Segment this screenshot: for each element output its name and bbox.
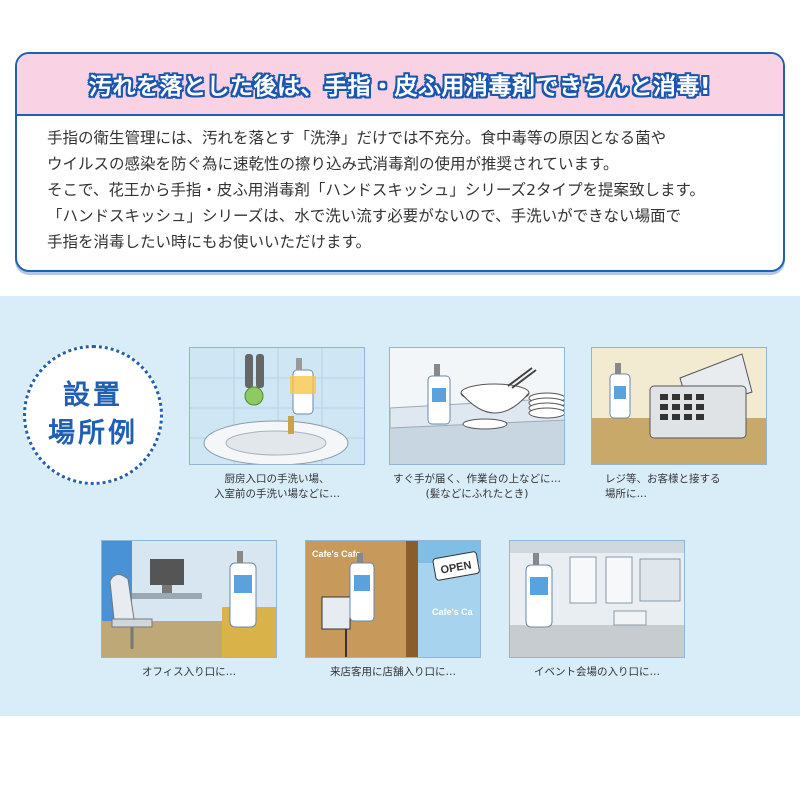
scene-register: [591, 347, 767, 465]
worktable-illustration: [390, 348, 564, 464]
description-line: 手指の衛生管理には、汚れを落とす「洗浄」だけでは不充分。食中毒等の原因となる菌や: [47, 129, 667, 147]
office-illustration: [102, 541, 276, 657]
installation-badge: 設置 場所例: [23, 345, 163, 485]
scene-store-entrance: Cafe's Cafe Cafe's Ca OPEN: [305, 540, 481, 658]
description-line: 「ハンドスキッシュ」シリーズは、水で洗い流す必要がないので、手洗いができない場面…: [47, 207, 682, 225]
description-line: そこで、花王から手指・皮ふ用消毒剤「ハンドスキッシュ」シリーズ2タイプを提案致し…: [47, 181, 705, 199]
scene-caption: オフィス入り口に…: [141, 666, 237, 678]
badge-line-2: 場所例: [48, 418, 138, 449]
description-line: 手指を消毒したい時にもお使いいただけます。: [47, 233, 371, 251]
description: 手指の衛生管理には、汚れを落とす「洗浄」だけでは不充分。食中毒等の原因となる菌や…: [17, 116, 783, 255]
scene-caption: レジ等、お客様と接する 場所に…: [605, 473, 721, 500]
scene-worktable: [389, 347, 565, 465]
page-title: 汚れを落とした後は、手指・皮ふ用消毒剤できちんと消毒!: [89, 74, 711, 100]
title-band: 汚れを落とした後は、手指・皮ふ用消毒剤できちんと消毒!: [17, 54, 783, 116]
badge-line-1: 設置: [63, 380, 123, 411]
scene-event-venue: [509, 540, 685, 658]
description-line: ウイルスの感染を防ぐ為に速乾性の擦り込み式消毒剤の使用が推奨されています。: [47, 155, 619, 173]
sink-illustration: [190, 348, 364, 464]
info-card: 汚れを落とした後は、手指・皮ふ用消毒剤できちんと消毒! 手指の衛生管理には、汚れ…: [15, 52, 785, 272]
scene-kitchen-sink: [189, 347, 365, 465]
cafe-sign: Cafe's Cafe: [312, 549, 361, 559]
register-illustration: [592, 348, 766, 464]
store-entrance-illustration: Cafe's Cafe Cafe's Ca OPEN: [306, 541, 480, 657]
scene-office: [101, 540, 277, 658]
scene-caption: すぐ手が届く、作業台の上などに… (髪などにふれたとき): [393, 473, 561, 500]
scene-caption: 来店客用に店舗入り口に…: [330, 666, 456, 678]
scene-caption: 厨房入口の手洗い場、 入室前の手洗い場などに…: [214, 473, 340, 500]
cafe-window-text: Cafe's Ca: [432, 607, 474, 617]
event-venue-illustration: [510, 541, 684, 657]
open-sign: OPEN: [440, 559, 473, 576]
scene-caption: イベント会場の入り口に…: [534, 666, 660, 678]
